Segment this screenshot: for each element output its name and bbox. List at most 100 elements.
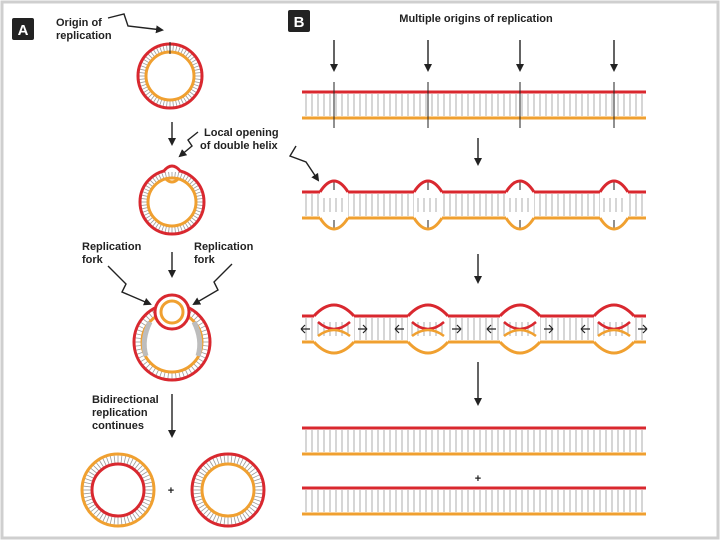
- base-pair-rung: [134, 510, 141, 518]
- new-strand-bottom: [411, 328, 445, 338]
- base-pair-rung: [109, 455, 113, 464]
- fork-direction-right: [544, 324, 554, 334]
- outer-strand: [190, 452, 266, 528]
- base-pair-rung: [142, 361, 149, 366]
- panel-b: B Multiple origins of replication +: [288, 10, 648, 516]
- base-pair-rung: [201, 351, 208, 355]
- base-pair-rung: [193, 495, 202, 499]
- base-pair-rung: [242, 460, 247, 468]
- base-pair-rung: [144, 485, 153, 488]
- base-pair-rung: [158, 173, 162, 180]
- base-pair-rung: [219, 455, 223, 464]
- base-pair-rung: [239, 458, 244, 466]
- base-pair-rung: [162, 45, 165, 52]
- base-pair-rung: [254, 485, 263, 488]
- base-pair-rung: [142, 318, 149, 323]
- linear-dna-row1: [302, 82, 646, 128]
- base-pair-rung: [88, 504, 96, 509]
- base-pair-rung: [230, 455, 233, 464]
- base-pair-rung: [209, 460, 214, 468]
- base-pair-rung: [190, 88, 197, 93]
- base-pair-rung: [168, 226, 170, 233]
- base-pair-rung: [152, 177, 157, 183]
- base-pair-rung: [84, 478, 93, 482]
- base-pair-rung: [120, 516, 123, 525]
- base-pair-rung: [177, 46, 181, 53]
- base-pair-rung: [196, 194, 203, 197]
- base-pair-rung: [192, 62, 199, 66]
- base-pair-rung: [248, 506, 256, 513]
- base-pair-rung: [244, 510, 251, 518]
- base-pair-rung: [193, 83, 200, 87]
- fork-direction-right: [452, 324, 462, 334]
- base-pair-rung: [216, 515, 220, 524]
- base-pair-rung: [158, 224, 162, 231]
- base-pair-rung: [140, 358, 146, 363]
- bubble-top-strand: [312, 303, 356, 318]
- base-pair-rung: [196, 501, 204, 506]
- base-pair-rung: [135, 333, 142, 336]
- base-pair-rung: [102, 514, 107, 522]
- fork-right-line1: Replication: [194, 241, 254, 253]
- bidirectional-line1: Bidirectional: [92, 394, 159, 406]
- new-strand-bottom: [317, 328, 351, 338]
- base-pair-rung: [99, 512, 104, 520]
- base-pair-rung: [182, 49, 187, 56]
- inner-strand: [90, 462, 146, 518]
- outer-strand: [80, 452, 156, 528]
- base-pair-rung: [142, 209, 149, 213]
- base-pair-rung: [198, 471, 206, 476]
- base-pair-rung: [191, 312, 196, 319]
- base-pair-rung: [164, 226, 167, 233]
- base-pair-rung: [242, 512, 247, 520]
- base-pair-rung: [123, 455, 127, 464]
- base-pair-rung: [196, 207, 203, 210]
- panel-b-badge: [288, 10, 310, 32]
- base-pair-rung: [209, 512, 214, 520]
- theta-structure: [132, 293, 212, 382]
- base-pair-rung: [250, 471, 258, 476]
- base-pair-rung: [182, 173, 186, 180]
- base-pair-rung: [195, 361, 202, 366]
- base-pair-rung: [172, 100, 174, 107]
- base-pair-rung: [185, 95, 190, 101]
- base-pair-rung: [126, 515, 130, 524]
- base-pair-rung: [147, 217, 153, 222]
- base-pair-rung: [189, 56, 195, 61]
- daughter-circle-left: [80, 452, 156, 528]
- linear-dna-row2-bubbles: [302, 179, 646, 231]
- base-pair-rung: [202, 333, 209, 336]
- base-pair-rung: [83, 495, 92, 499]
- base-pair-rung: [129, 458, 134, 466]
- base-pair-rung: [194, 498, 203, 502]
- base-pair-rung: [212, 458, 217, 466]
- base-pair-rung: [139, 72, 146, 74]
- bubble-bottom-strand: [498, 340, 542, 355]
- base-pair-rung: [144, 495, 153, 499]
- base-pair-rung: [140, 471, 148, 476]
- bidirectional-line3: continues: [92, 420, 144, 432]
- base-pair-rung: [246, 464, 254, 472]
- base-pair-rung: [161, 225, 165, 232]
- base-pair-rung: [185, 369, 189, 376]
- base-pair-rung: [109, 516, 113, 525]
- base-pair-rung: [113, 516, 116, 525]
- base-pair-rung: [139, 78, 146, 80]
- base-pair-rung: [254, 492, 263, 495]
- circular-dna-intact: [136, 42, 204, 110]
- base-pair-rung: [182, 224, 186, 231]
- base-pair-rung: [145, 214, 152, 219]
- base-pair-rung: [198, 504, 206, 509]
- base-pair-rung: [90, 467, 98, 474]
- base-pair-rung: [244, 462, 251, 470]
- base-pair-rung: [142, 474, 150, 479]
- base-pair-rung: [172, 45, 174, 52]
- base-pair-rung: [187, 221, 192, 227]
- base-pair-rung: [236, 456, 240, 465]
- bubble-mask: [320, 190, 348, 220]
- inner-strand: [144, 50, 196, 102]
- bidirectional-line2: replication: [92, 407, 148, 419]
- base-pair-rung: [189, 219, 195, 225]
- base-pair-rung: [179, 172, 183, 179]
